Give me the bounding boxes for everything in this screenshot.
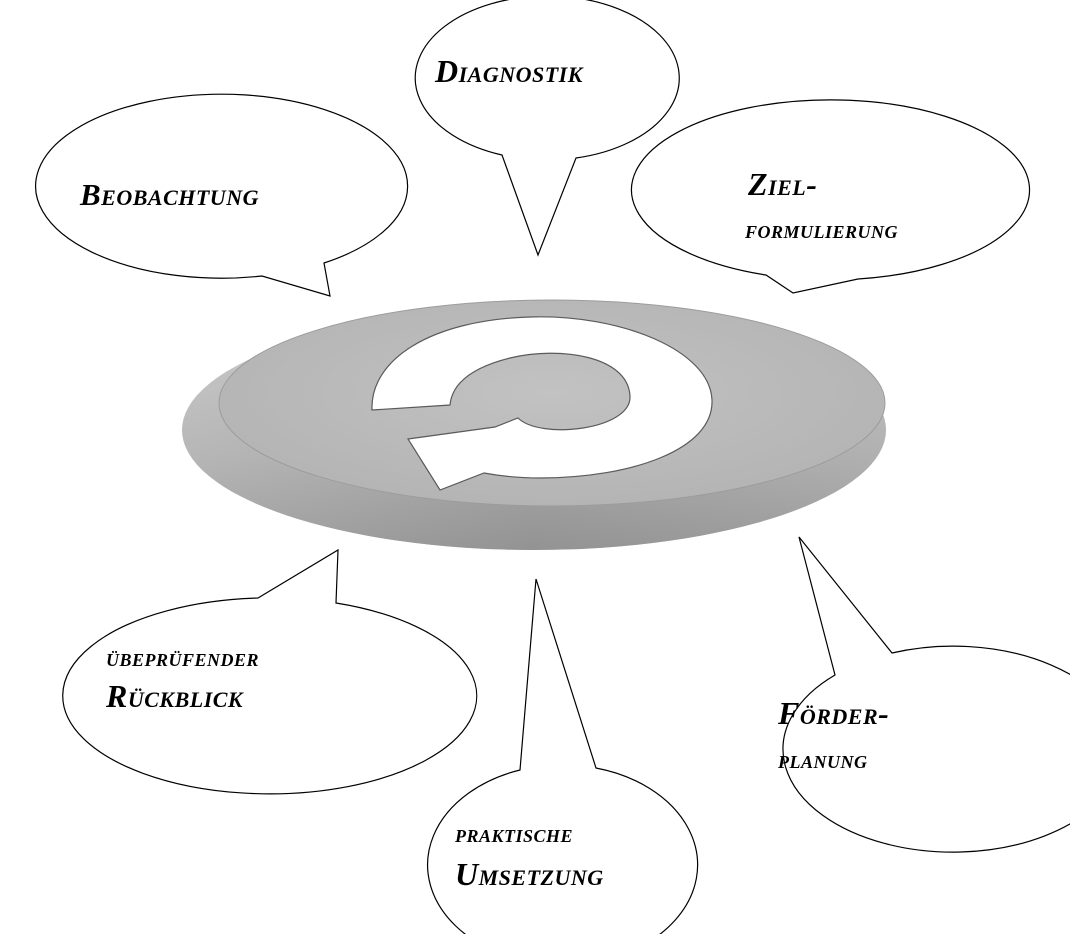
bubble-foerderplanung-label-2: planung bbox=[777, 745, 868, 774]
bubble-rueckblick: übeprüfender Rückblick bbox=[62, 548, 478, 795]
bubble-rueckblick-label-2: Rückblick bbox=[105, 678, 244, 714]
cycle-arrow-icon bbox=[371, 316, 713, 491]
bubble-zielformulierung-label-2: formulierung bbox=[744, 215, 898, 244]
bubble-zielformulierung: Ziel- formulierung bbox=[630, 99, 1031, 294]
bubble-zielformulierung-label-1: Ziel- bbox=[747, 166, 817, 202]
bubble-umsetzung-label-1: praktische bbox=[454, 819, 573, 848]
bubble-rueckblick-label-1: übeprüfender bbox=[106, 643, 259, 672]
bubble-beobachtung-label: Beobachtung bbox=[79, 177, 259, 212]
bubble-foerderplanung-label-1: Förder- bbox=[777, 695, 889, 731]
bubble-foerderplanung: Förder- planung bbox=[777, 536, 1070, 853]
bubble-beobachtung: Beobachtung bbox=[35, 93, 409, 297]
bubble-umsetzung-label-2-visible: Umsetzung bbox=[455, 856, 604, 892]
bubble-umsetzung: praktische Umsetzung bbox=[427, 578, 699, 934]
bubble-diagnostik-label: Diagnostik bbox=[434, 53, 584, 89]
bubble-diagnostik: Diagnostik bbox=[414, 0, 680, 257]
